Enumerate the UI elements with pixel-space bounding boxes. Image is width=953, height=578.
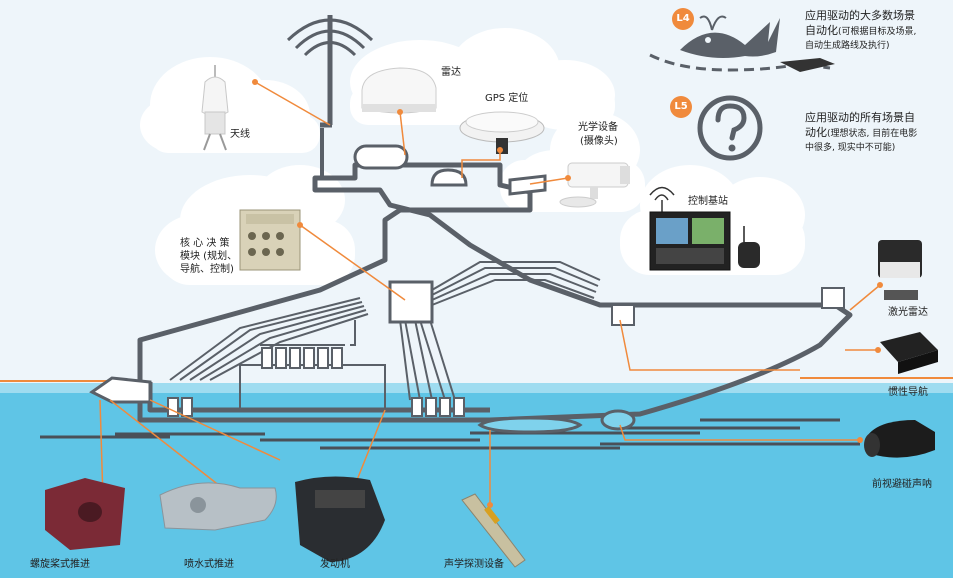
- boat-core-box: [388, 280, 434, 324]
- level-l5-line2-main: 动化: [805, 126, 827, 139]
- base-station-device: [649, 186, 760, 271]
- level-l4-line2: 自动化(可根据目标及场景,: [805, 23, 916, 40]
- label-propeller: 螺旋桨式推进: [30, 559, 90, 570]
- label-optical-line2: (摄像头): [580, 136, 618, 147]
- rooftop-housings: [353, 144, 547, 196]
- whale-illustration: [649, 15, 835, 72]
- label-ins: 惯性导航: [888, 387, 928, 398]
- level-l4-line1: 应用驱动的大多数场景: [805, 9, 915, 22]
- leader-lines: [99, 81, 881, 505]
- stern-housing: [89, 376, 152, 404]
- label-sonar-front: 前视避碰声呐: [872, 479, 932, 490]
- label-engine: 发动机: [320, 559, 350, 570]
- boat-cables: [169, 261, 601, 410]
- level-badge-l5: L5: [670, 96, 692, 118]
- level-l5-line1: 应用驱动的所有场景自: [805, 111, 915, 124]
- lidar-device: [878, 240, 922, 300]
- label-gps: GPS 定位: [485, 93, 529, 104]
- acoustic-device: [461, 493, 526, 568]
- level-badge-l4: L4: [672, 8, 694, 30]
- radar-device: [361, 67, 437, 114]
- level-l4-line3: 自动生成路线及执行): [805, 41, 890, 51]
- level-l5-line3: 中很多, 现实中不可能): [805, 143, 896, 153]
- level-l4-line2-note: (可根据目标及场景,: [838, 27, 917, 37]
- engine-device: [295, 476, 385, 562]
- label-core-line1: 核 心 决 策: [180, 238, 230, 249]
- antenna-device: [201, 65, 229, 151]
- label-waterjet: 喷水式推进: [184, 559, 234, 570]
- waterjet-device: [159, 482, 277, 531]
- core-module-device: [239, 209, 301, 271]
- ins-device: [880, 332, 938, 374]
- wifi-arcs: [286, 18, 374, 57]
- label-optical-line1: 光学设备: [578, 122, 618, 133]
- label-acoustic: 声学探测设备: [444, 559, 504, 570]
- gps-device: [459, 111, 545, 154]
- label-base-station: 控制基站: [688, 196, 728, 207]
- level-l5-line2-note: (理想状态, 目前在电影: [827, 129, 918, 139]
- sonar-device: [864, 420, 935, 458]
- label-lidar: 激光雷达: [888, 307, 928, 318]
- propeller-device: [45, 478, 125, 550]
- label-core-line2: 模块 (规划、: [180, 251, 238, 262]
- level-l4-line2-main: 自动化: [805, 24, 838, 37]
- label-radar: 雷达: [441, 67, 461, 78]
- level-l5-line2: 动化(理想状态, 目前在电影: [805, 125, 917, 142]
- hull-sonar-pods: [477, 409, 636, 434]
- water: [0, 377, 953, 578]
- label-core-line3: 导航、控制): [180, 264, 234, 275]
- deck-cells: [167, 287, 845, 417]
- question-illustration: [697, 95, 763, 161]
- label-antenna: 天线: [230, 129, 250, 140]
